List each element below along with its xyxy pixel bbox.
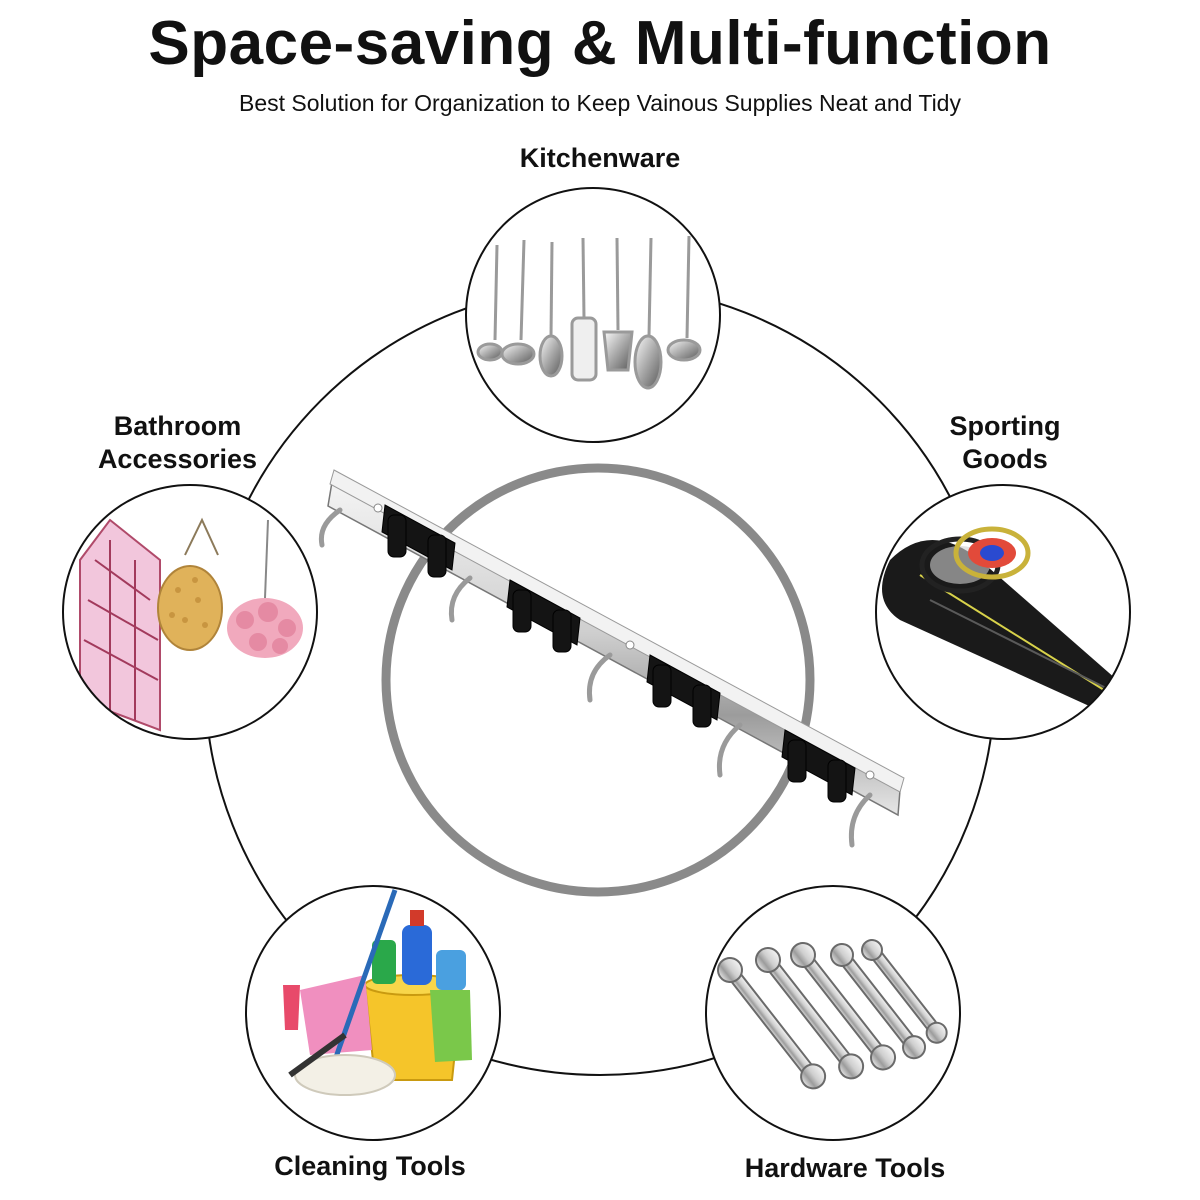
label-cleaning: Cleaning Tools: [274, 1151, 466, 1181]
wrenches-icon: [717, 939, 948, 1090]
label-bathroom: Bathroom Accessories: [97, 411, 258, 474]
inner-ring: [381, 463, 815, 897]
cleaning-circle: [246, 886, 500, 1140]
mop-icon: [294, 889, 398, 1096]
page-subtitle: Best Solution for Organization to Keep V…: [239, 90, 961, 116]
dustpan-icon: [300, 975, 372, 1055]
sponge-icon: [157, 517, 223, 651]
bath-pouf-icon: [227, 519, 303, 658]
kitchenware-circle: [466, 188, 720, 442]
glove-icon: [430, 990, 472, 1062]
racket-bag-icon: [882, 540, 1130, 720]
bathroom-circle: [63, 485, 317, 739]
racket-icon: [919, 526, 1031, 594]
mop-holder-rack-icon: [318, 469, 905, 848]
hardware-circle: [706, 886, 960, 1140]
label-kitchenware: Kitchenware: [519, 143, 681, 173]
sporting-circle: [876, 485, 1130, 739]
utensils-icon: [476, 235, 702, 390]
brush-icon: [288, 1032, 347, 1078]
page-title: Space-saving & Multi-function: [148, 9, 1052, 78]
towel-icon: [79, 518, 161, 732]
label-sporting: Sporting Goods: [949, 411, 1061, 474]
label-hardware: Hardware Tools: [744, 1153, 946, 1183]
cleaning-bottles-icon: [283, 910, 466, 1030]
